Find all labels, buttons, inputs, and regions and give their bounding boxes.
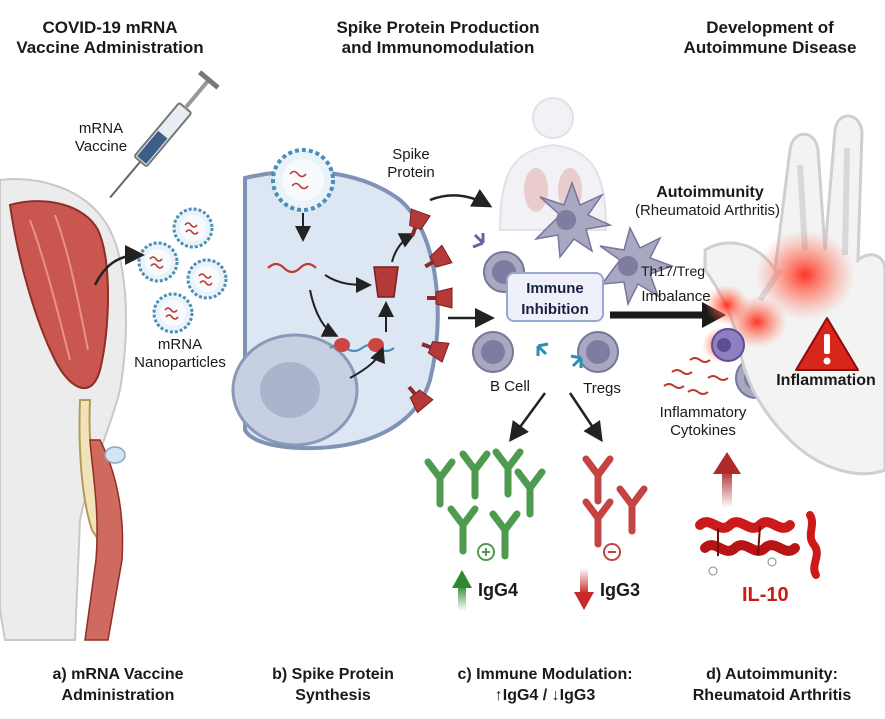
il10-protein-icon — [695, 511, 821, 579]
igg4-label: IgG4 — [478, 580, 519, 600]
igg3-label: IgG3 — [600, 580, 641, 600]
nanoparticle-icon — [137, 241, 179, 283]
inflammation-glow — [755, 230, 855, 320]
caption-c: c) Immune Modulation:↑IgG4 / ↓IgG3 — [457, 666, 633, 704]
dendritic-cell-icon — [533, 180, 675, 307]
arm-illustration — [0, 178, 127, 641]
inflammation-label: Inflammation — [776, 372, 876, 389]
warning-icon — [795, 317, 859, 371]
nanoparticle-icon — [172, 207, 214, 249]
imbalance-label: Imbalance — [641, 288, 711, 305]
tregs-label: Tregs — [583, 380, 621, 397]
cytokine-icon — [663, 357, 729, 395]
igg3-antibody-icon — [586, 459, 644, 544]
caption-d: d) Autoimmunity:Rheumatoid Arthritis — [692, 666, 852, 704]
igg4-antibody-icon — [428, 452, 542, 556]
il10-label: IL-10 — [742, 584, 789, 606]
ra-label: (Rheumatoid Arthritis) — [634, 202, 781, 219]
nanoparticle-icon — [152, 292, 194, 334]
infected-cell-icon — [711, 328, 745, 362]
autoimmunity-label: Autoimmunity — [656, 184, 764, 201]
cell-illustration — [231, 169, 440, 451]
b-cell-label: B Cell — [489, 378, 530, 395]
th17-label: Th17/Treg — [640, 263, 706, 279]
syringe-icon — [109, 70, 220, 199]
nanoparticle-icon — [186, 258, 228, 300]
virus-icon — [271, 148, 335, 212]
spike-protein-icon — [373, 266, 399, 298]
